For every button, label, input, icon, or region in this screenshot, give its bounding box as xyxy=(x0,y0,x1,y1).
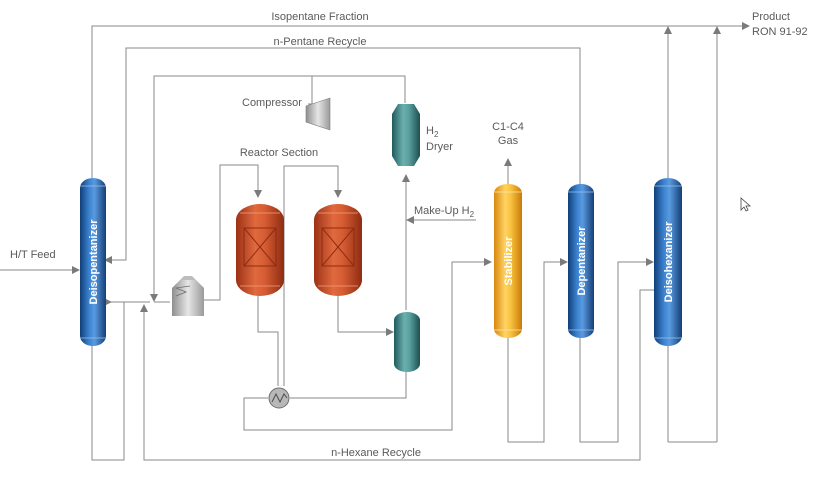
reactor-1 xyxy=(236,204,284,296)
n-hexane-recycle-line xyxy=(143,289,656,461)
reactor-2 xyxy=(314,204,362,296)
h2-dryer xyxy=(392,104,420,166)
depentanizer-label: Depentanizer xyxy=(576,226,588,296)
n-pentane-recycle-label: n-Pentane Recycle xyxy=(274,36,367,48)
deisohexanizer-label: Deisohexanizer xyxy=(663,221,675,302)
deisopentanizer-label: Deisopentanizer xyxy=(88,219,100,305)
isopentane-fraction-line xyxy=(91,25,742,178)
ht-feed-label: H/T Feed xyxy=(10,249,56,261)
product-label: Product xyxy=(752,11,790,23)
depentanizer-column: Depentanizer xyxy=(568,184,594,338)
compressor-label: Compressor xyxy=(242,97,302,109)
recycle-gas-line xyxy=(153,75,406,300)
h2-dryer-label: H2 xyxy=(426,125,439,139)
makeup-h2-label: Make-Up H2 xyxy=(414,205,475,219)
stabilizer-label: Stabilizer xyxy=(503,236,515,286)
dryer-label: Dryer xyxy=(426,141,453,153)
reactor-inlet-line xyxy=(204,164,259,301)
furnace xyxy=(172,276,204,316)
mouse-cursor-icon xyxy=(740,197,752,212)
isopentane-fraction-label: Isopentane Fraction xyxy=(271,11,368,23)
c1-c4-label: C1-C4 xyxy=(492,121,524,133)
gas-label: Gas xyxy=(498,135,519,147)
heat-exchanger xyxy=(268,387,290,409)
separator-drum xyxy=(394,312,420,372)
piping xyxy=(0,22,750,461)
stabilizer-column: Stabilizer xyxy=(494,184,522,338)
product-ron-label: RON 91-92 xyxy=(752,26,808,38)
n-hexane-recycle-label: n-Hexane Recycle xyxy=(331,447,421,459)
compressor xyxy=(305,97,331,131)
deisopentanizer-column: Deisopentanizer xyxy=(80,178,106,346)
n-pentane-recycle-line xyxy=(110,47,581,261)
reactor-section-label: Reactor Section xyxy=(240,147,318,159)
deisohexanizer-column: Deisohexanizer xyxy=(654,178,682,346)
